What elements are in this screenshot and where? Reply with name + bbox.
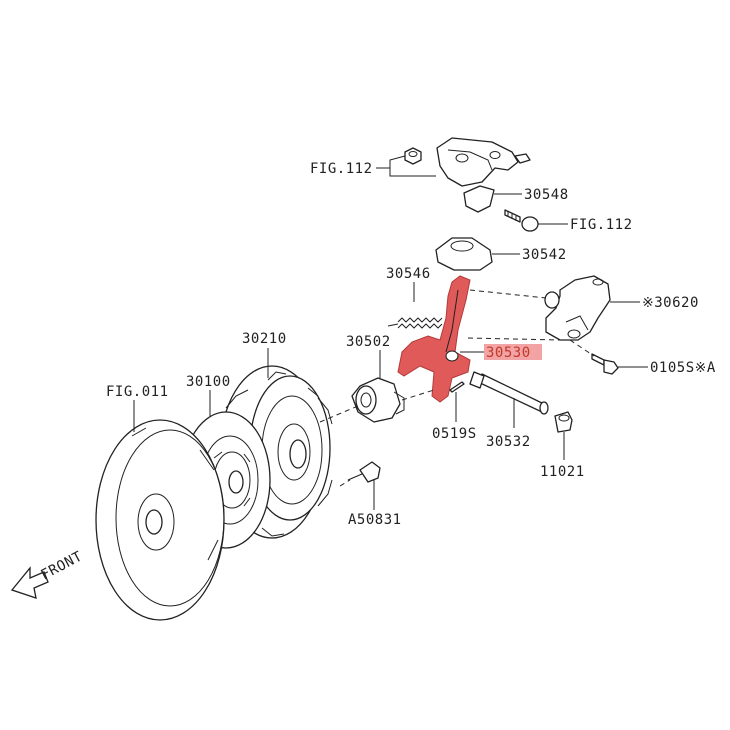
- leader-lines-top: [376, 155, 568, 302]
- bush-11021: [554, 411, 573, 460]
- label-a50831[interactable]: A50831: [348, 512, 402, 528]
- front-arrow-icon: [10, 566, 49, 599]
- label-11021[interactable]: 11021: [540, 464, 585, 480]
- label-fig112-top[interactable]: FIG.112: [310, 161, 373, 177]
- label-30546[interactable]: 30546: [386, 266, 431, 282]
- bolt-a50831: [339, 461, 381, 510]
- release-fork-30530[interactable]: [397, 275, 471, 403]
- highlight-label-bg: [484, 344, 542, 360]
- label-fig112-right[interactable]: FIG.112: [570, 217, 633, 233]
- assembly-axis: [319, 389, 435, 423]
- label-30532[interactable]: 30532: [486, 434, 531, 450]
- label-30502[interactable]: 30502: [346, 334, 391, 350]
- pivot-housing-30620: [544, 275, 619, 375]
- label-30542[interactable]: 30542: [522, 247, 567, 263]
- pin-0519s: [449, 381, 465, 422]
- label-30548[interactable]: 30548: [524, 187, 569, 203]
- spring-30546: [387, 317, 443, 329]
- label-0105s[interactable]: 0105S※A: [650, 360, 716, 376]
- label-30210[interactable]: 30210: [242, 331, 287, 347]
- shaft-30532: [469, 371, 549, 428]
- label-30530[interactable]: 30530: [486, 345, 531, 361]
- label-30620[interactable]: ※30620: [642, 295, 699, 311]
- label-0519s[interactable]: 0519S: [432, 426, 477, 442]
- flywheel-fig011: [95, 400, 225, 621]
- release-bearing-30502: [351, 350, 405, 423]
- bracket-assembly-top: [404, 137, 539, 271]
- leader-lines-right: [460, 289, 648, 368]
- label-30100[interactable]: 30100: [186, 374, 231, 390]
- label-front: FRONT: [38, 548, 85, 583]
- label-fig011[interactable]: FIG.011: [106, 384, 169, 400]
